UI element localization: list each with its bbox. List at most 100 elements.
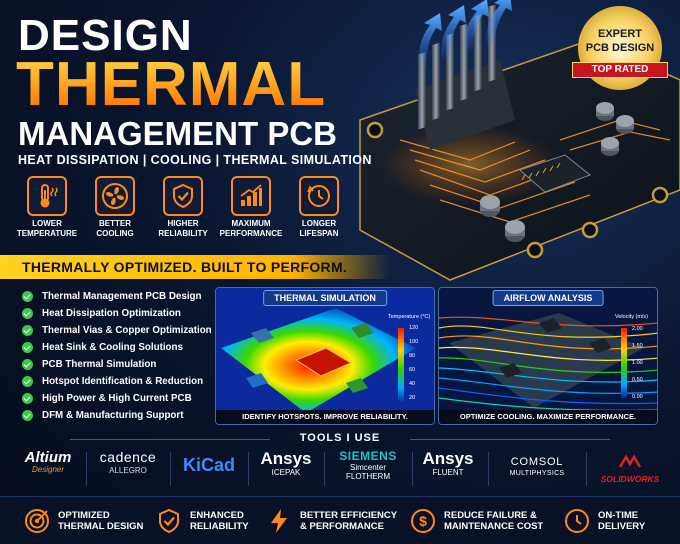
benefit-line1: ON-TIME [598, 510, 639, 521]
feature-label-line1: MAXIMUM [231, 219, 271, 228]
shield-check-icon [163, 176, 203, 216]
check-icon [22, 410, 33, 421]
benefit-reduce-failure: $ REDUCE FAILURE &MAINTENANCE COST [410, 505, 543, 537]
tool-cadence-logo: cadence ALLEGRO [92, 450, 164, 475]
tool-sub2: FLOTHERM [346, 472, 390, 481]
tool-name: Ansys [260, 449, 312, 468]
list-item: High Power & High Current PCB [22, 390, 222, 407]
tool-siemens-logo: SIEMENS Simcenter FLOTHERM [330, 450, 406, 481]
tool-sub: Simcenter [349, 463, 386, 472]
feature-label-line1: LOWER [32, 219, 62, 228]
check-icon [22, 376, 33, 387]
service-label: Heat Sink & Cooling Solutions [42, 342, 183, 353]
tools-divider [586, 452, 587, 486]
list-item: Heat Sink & Cooling Solutions [22, 339, 222, 356]
tools-heading: TOOLS I USE [0, 432, 680, 444]
tool-altium-logo: Altium Designer [18, 450, 78, 474]
scale-tick: 100 [409, 339, 419, 345]
check-icon [22, 342, 33, 353]
scale-tick: 0.00 [632, 394, 643, 400]
airflow-analysis-panel: AIRFLOW ANALYSIS Velocity (m/s) 2.00 1.5… [438, 287, 658, 425]
service-label: High Power & High Current PCB [42, 393, 192, 404]
tool-name: cadence [99, 449, 157, 465]
list-item: Hotspot Identification & Reduction [22, 373, 222, 390]
badge-line1: EXPERT [597, 28, 642, 40]
fan-icon [95, 176, 135, 216]
feature-label-line2: PERFORMANCE [219, 229, 283, 238]
scale-tick: 1.00 [632, 360, 643, 366]
tool-sub: MULTIPHYSICS [509, 470, 565, 477]
lightning-icon [266, 508, 292, 534]
service-label: Thermal Management PCB Design [42, 291, 202, 302]
benefit-line1: BETTER EFFICIENCY [300, 510, 398, 521]
tools-divider [412, 452, 413, 486]
service-label: Thermal Vias & Copper Optimization [42, 325, 212, 336]
tools-divider [324, 452, 325, 486]
pcb-heatsink-illustration [359, 0, 680, 281]
scale-tick: 120 [409, 325, 419, 331]
feature-label-line1: HIGHER [167, 219, 199, 228]
clock-icon [299, 176, 339, 216]
list-item: Thermal Management PCB Design [22, 288, 222, 305]
velocity-scale-title: Velocity (m/s) [615, 314, 649, 320]
hero-title-line1: DESIGN [18, 11, 193, 60]
feature-label-line2: COOLING [96, 229, 134, 238]
airflow-panel-title: AIRFLOW ANALYSIS [492, 290, 604, 306]
scale-tick: 1.50 [632, 343, 643, 349]
list-item: PCB Thermal Simulation [22, 356, 222, 373]
tool-kicad-logo: KiCad [176, 456, 242, 474]
scale-tick: 40 [409, 381, 416, 387]
hero-subtitle: HEAT DISSIPATION | COOLING | THERMAL SIM… [18, 153, 372, 167]
feature-label-line2: LIFESPAN [299, 229, 339, 238]
tool-ansys-icepak-logo: Ansys ICEPAK [254, 450, 318, 477]
badge-ribbon: TOP RATED [572, 62, 668, 78]
check-icon [22, 325, 33, 336]
tool-solidworks-logo: SOLIDWORKS [592, 454, 668, 484]
tool-comsol-logo: COMSOL MULTIPHYSICS [494, 457, 580, 478]
feature-label-line1: BETTER [99, 219, 131, 228]
service-label: DFM & Manufacturing Support [42, 410, 184, 421]
tool-sub: Designer [31, 465, 64, 474]
benefit-line2: & PERFORMANCE [300, 521, 384, 532]
check-icon [22, 359, 33, 370]
benefit-line1: OPTIMIZED [58, 510, 110, 521]
solidworks-ds-icon [618, 454, 642, 468]
tools-divider [86, 452, 87, 486]
svg-text:$: $ [419, 513, 427, 529]
service-label: Hotspot Identification & Reduction [42, 376, 204, 387]
tool-sub: FLUENT [432, 468, 464, 477]
benefit-line2: MAINTENANCE COST [444, 521, 544, 532]
tool-sub: ALLEGRO [109, 466, 147, 475]
scale-tick: 80 [409, 353, 416, 359]
benefit-better-efficiency: BETTER EFFICIENCY& PERFORMANCE [266, 505, 397, 537]
thermal-panel-caption: IDENTIFY HOTSPOTS. IMPROVE RELIABILITY. [216, 410, 434, 424]
tool-name: KiCad [182, 455, 235, 475]
check-icon [22, 308, 33, 319]
check-icon [22, 291, 33, 302]
thermal-panel-title: THERMAL SIMULATION [263, 290, 387, 306]
service-list: Thermal Management PCB Design Heat Dissi… [22, 288, 222, 424]
service-label: PCB Thermal Simulation [42, 359, 157, 370]
list-item: DFM & Manufacturing Support [22, 407, 222, 424]
airflow-streamlines-image [439, 288, 657, 424]
target-icon [24, 508, 50, 534]
tool-ansys-fluent-logo: Ansys FLUENT [416, 450, 480, 477]
scale-tick: 0.50 [632, 377, 643, 383]
dollar-icon: $ [410, 508, 436, 534]
clock-icon [564, 508, 590, 534]
tool-name: Altium [24, 449, 72, 466]
list-item: Thermal Vias & Copper Optimization [22, 322, 222, 339]
thermometer-icon [27, 176, 67, 216]
hero-title-line2: THERMAL [16, 50, 327, 119]
benefit-line1: ENHANCED [190, 510, 244, 521]
tool-sub: ICEPAK [271, 468, 301, 477]
expert-badge: EXPERT PCB DESIGN TOP RATED [570, 6, 670, 94]
benefit-line2: DELIVERY [598, 521, 646, 532]
